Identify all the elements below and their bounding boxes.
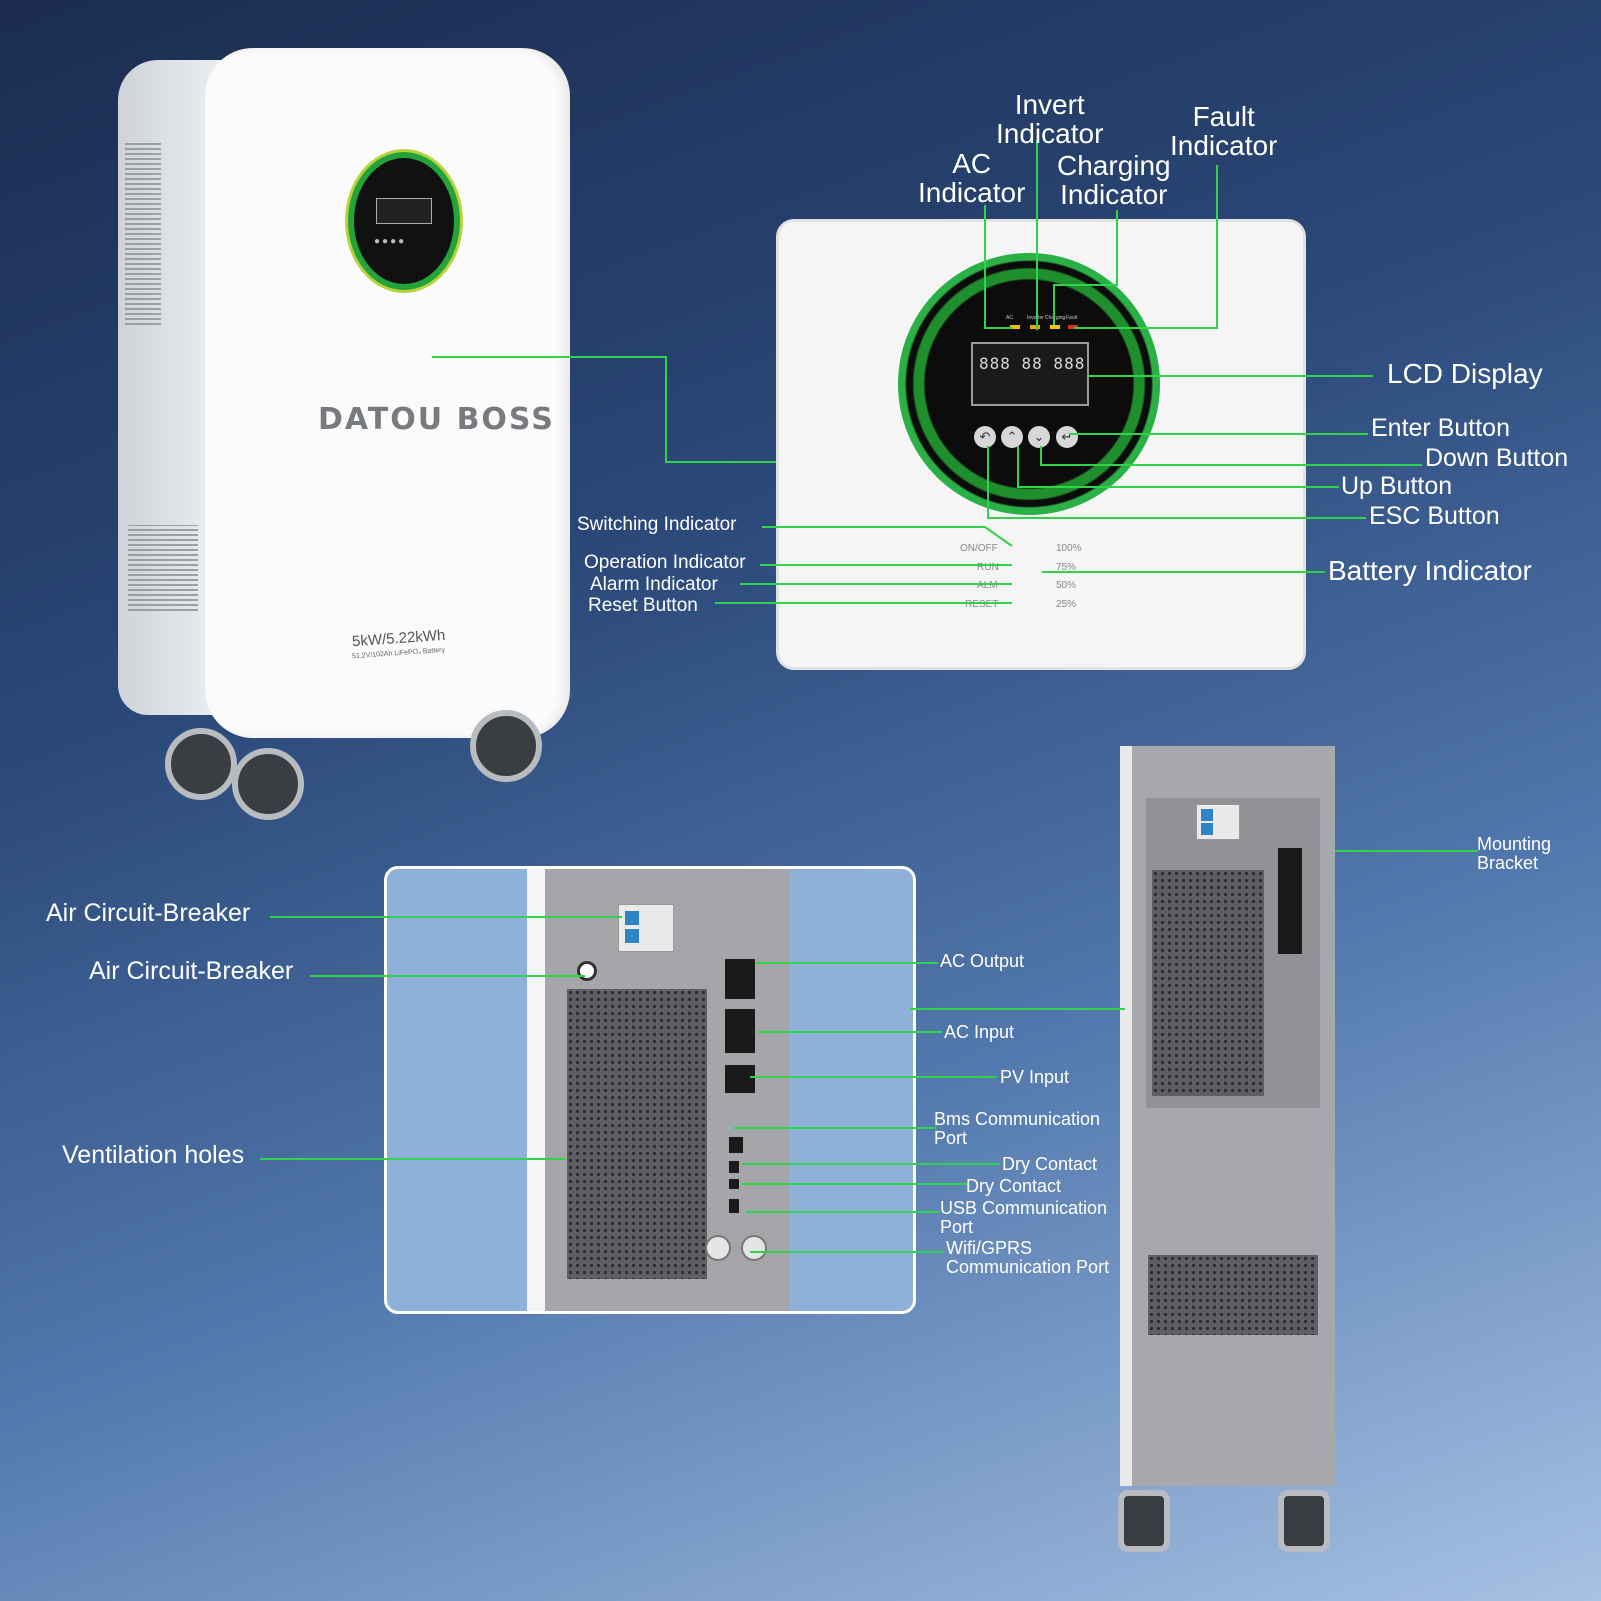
ac-output-port bbox=[725, 959, 755, 999]
label-wifi-port: Wifi/GPRS Communication Port bbox=[946, 1238, 1110, 1277]
battery-level-25: 25% bbox=[1056, 599, 1077, 610]
side-ports bbox=[1278, 848, 1302, 954]
status-reset: RESET bbox=[965, 599, 999, 610]
label-up-button: Up Button bbox=[1341, 472, 1453, 500]
label-alarm-indicator: Alarm Indicator bbox=[590, 574, 718, 595]
rear-inner bbox=[545, 869, 790, 1311]
label-down-button: Down Button bbox=[1425, 444, 1569, 472]
status-alm: ALM bbox=[977, 580, 998, 591]
label-dry-contact-2: Dry Contact bbox=[966, 1176, 1062, 1196]
wheel-icon bbox=[232, 748, 304, 820]
gprs-port-cap bbox=[741, 1235, 767, 1261]
side-wheel-icon bbox=[1118, 1490, 1170, 1552]
side-vent-top bbox=[125, 140, 161, 325]
battery-level-75: 75% bbox=[1056, 562, 1077, 573]
enter-button-icon[interactable]: ↵ bbox=[1056, 426, 1078, 448]
status-onoff: ON/OFF bbox=[960, 543, 998, 554]
status-run: RUN bbox=[977, 562, 999, 573]
led-label-charging: Charging bbox=[1045, 315, 1066, 321]
front-display-ring: ●●●● bbox=[348, 152, 460, 290]
esc-button-icon[interactable]: ↶ bbox=[974, 426, 996, 448]
fault-led bbox=[1068, 325, 1078, 329]
label-bms-port: Bms Communication Port bbox=[934, 1109, 1101, 1148]
label-battery-indicator: Battery Indicator bbox=[1328, 555, 1532, 586]
label-pv-input: PV Input bbox=[1000, 1067, 1070, 1087]
label-ventilation-holes: Ventilation holes bbox=[62, 1141, 245, 1169]
front-buttons-icon: ●●●● bbox=[374, 236, 407, 247]
rear-edge bbox=[527, 869, 545, 1311]
label-mounting-bracket: Mounting Bracket bbox=[1477, 834, 1552, 873]
side-cabinet-port-panel bbox=[1146, 798, 1320, 1108]
side-breaker-icon bbox=[1196, 804, 1240, 840]
ventilation-grill bbox=[567, 989, 707, 1279]
label-fault-indicator: Fault Indicator bbox=[1170, 101, 1278, 162]
brand-logo: DATOU BOSS bbox=[318, 402, 555, 437]
rear-panel-detail bbox=[384, 866, 916, 1314]
wifi-port-cap bbox=[705, 1235, 731, 1261]
label-charging-indicator: Charging Indicator bbox=[1057, 150, 1171, 211]
bms-port bbox=[729, 1137, 743, 1153]
label-ac-input: AC Input bbox=[944, 1022, 1015, 1042]
usb-port bbox=[729, 1199, 739, 1213]
ac-led bbox=[1010, 325, 1020, 329]
side-wheel-icon bbox=[1278, 1490, 1330, 1552]
up-button-icon[interactable]: ⌃ bbox=[1001, 426, 1023, 448]
ac-input-port bbox=[725, 1009, 755, 1053]
wheel-icon bbox=[165, 728, 237, 800]
pv-input-port bbox=[725, 1065, 755, 1093]
dry-contact-port bbox=[729, 1179, 739, 1189]
led-label-ac: AC bbox=[1006, 315, 1013, 321]
wheel-icon bbox=[470, 710, 542, 782]
label-enter-button: Enter Button bbox=[1371, 414, 1510, 442]
label-dry-contact-1: Dry Contact bbox=[1002, 1154, 1098, 1174]
label-air-breaker-1: Air Circuit-Breaker bbox=[46, 899, 251, 927]
label-air-breaker-2: Air Circuit-Breaker bbox=[89, 957, 294, 985]
battery-level-100: 100% bbox=[1056, 543, 1082, 554]
lcd-screen: 888 88 888 bbox=[971, 342, 1089, 406]
label-invert-indicator: Invert Indicator bbox=[996, 89, 1104, 150]
led-label-fault: Fault bbox=[1066, 315, 1078, 321]
label-esc-button: ESC Button bbox=[1369, 502, 1500, 530]
label-switching-indicator: Switching Indicator bbox=[577, 514, 737, 535]
label-operation-indicator: Operation Indicator bbox=[584, 552, 746, 573]
charging-led bbox=[1050, 325, 1060, 329]
down-button-icon[interactable]: ⌄ bbox=[1028, 426, 1050, 448]
inverter-led bbox=[1030, 325, 1040, 329]
air-breaker-icon[interactable] bbox=[618, 904, 674, 952]
label-usb-port: USB Communication Port bbox=[940, 1198, 1108, 1237]
dry-contact-port bbox=[729, 1161, 739, 1173]
side-vent-grill bbox=[1152, 870, 1264, 1096]
label-lcd-display: LCD Display bbox=[1387, 358, 1543, 389]
lcd-digits: 888 88 888 bbox=[979, 354, 1086, 373]
label-reset-button: Reset Button bbox=[588, 595, 698, 616]
ground-screw-icon bbox=[577, 961, 597, 981]
label-ac-output: AC Output bbox=[940, 951, 1025, 971]
battery-level-50: 50% bbox=[1056, 580, 1077, 591]
led-label-inverter: Inverter bbox=[1027, 315, 1044, 321]
front-lcd bbox=[376, 198, 432, 224]
side-vent-bottom bbox=[128, 525, 198, 611]
side-lower-grill bbox=[1148, 1255, 1318, 1335]
label-ac-indicator: AC Indicator bbox=[918, 148, 1026, 209]
